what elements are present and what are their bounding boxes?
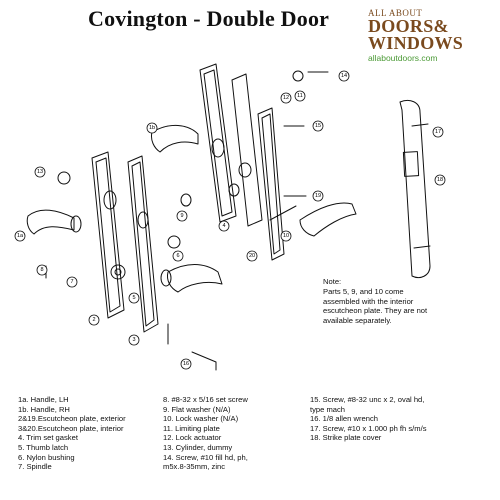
legend-row: 3&20.Escutcheon plate, interior bbox=[18, 423, 124, 433]
svg-text:5: 5 bbox=[132, 295, 135, 301]
legend-row: 8. #8-32 x 5/16 set screw bbox=[163, 395, 248, 404]
legend-row: 14. Screw, #10 fill hd, ph, bbox=[163, 452, 248, 462]
handle-rh bbox=[160, 264, 223, 293]
callout-14: 14 bbox=[338, 70, 350, 82]
svg-text:19: 19 bbox=[315, 193, 321, 199]
svg-text:20: 20 bbox=[249, 253, 255, 259]
legend-row: 4. Trim set gasket bbox=[18, 433, 78, 443]
callout-3: 3 bbox=[128, 334, 140, 346]
legend-row: 15. Screw, #8-32 unc x 2, oval hd, bbox=[310, 395, 425, 404]
callout-9: 9 bbox=[176, 210, 188, 222]
strike-plate bbox=[399, 99, 431, 279]
escutcheon-plate-interior-left bbox=[127, 155, 159, 333]
svg-text:15: 15 bbox=[315, 123, 321, 129]
logo-url: allaboutdoors.com bbox=[368, 53, 438, 63]
svg-text:12: 12 bbox=[283, 95, 289, 101]
callout-5: 5 bbox=[128, 292, 140, 304]
legend-row: type mach bbox=[310, 404, 346, 414]
escutcheon-plate-interior-center bbox=[231, 73, 263, 227]
svg-text:9: 9 bbox=[180, 213, 183, 219]
legend-row: 7. Spindle bbox=[18, 462, 52, 472]
legend-row: m5x.8-35mm, zinc bbox=[163, 462, 226, 472]
callout-13: 13 bbox=[34, 166, 46, 178]
page-title: Covington - Double Door bbox=[88, 6, 330, 31]
handle-upper-center bbox=[151, 125, 199, 153]
note-heading: Note: bbox=[323, 277, 342, 286]
svg-text:14: 14 bbox=[341, 73, 347, 79]
callout-1b: 1b bbox=[146, 122, 158, 134]
callout-11: 11 bbox=[294, 90, 306, 102]
svg-text:3: 3 bbox=[132, 337, 135, 343]
svg-text:16: 16 bbox=[183, 361, 189, 367]
legend-row: 17. Screw, #10 x 1.000 ph fh s/m/s bbox=[310, 423, 427, 433]
legend-row: 9. Flat washer (N/A) bbox=[163, 404, 231, 414]
legend-row: 1b. Handle, RH bbox=[18, 404, 70, 414]
svg-text:11: 11 bbox=[297, 93, 303, 99]
svg-text:1a: 1a bbox=[17, 233, 24, 239]
callout-17: 17 bbox=[432, 126, 444, 138]
allen-wrench bbox=[191, 351, 217, 371]
escutcheon-plate-exterior-center bbox=[199, 63, 237, 223]
svg-text:4: 4 bbox=[222, 223, 225, 229]
legend-row: 5. Thumb latch bbox=[18, 442, 69, 452]
callout-20: 20 bbox=[246, 250, 258, 262]
handle-right bbox=[299, 202, 357, 237]
parts-legend-column-2: 8. #8-32 x 5/16 set screw 9. Flat washer… bbox=[163, 395, 248, 472]
callout-10: 10 bbox=[280, 230, 292, 242]
callout-4: 4 bbox=[218, 220, 230, 232]
svg-text:1b: 1b bbox=[149, 125, 155, 131]
svg-text:2: 2 bbox=[92, 317, 95, 323]
parts-legend-column-1: 1a. Handle, LH 1b. Handle, RH 2&19.Escut… bbox=[18, 395, 126, 472]
legend-row: 18. Strike plate cover bbox=[310, 433, 382, 443]
brand-logo: ALL ABOUT DOORS& WINDOWS allaboutdoors.c… bbox=[368, 8, 498, 63]
svg-text:6: 6 bbox=[176, 253, 179, 259]
svg-text:18: 18 bbox=[437, 177, 443, 183]
escutcheon-plate-exterior-left bbox=[91, 151, 126, 319]
callout-7: 7 bbox=[66, 276, 78, 288]
legend-row: 1a. Handle, LH bbox=[18, 395, 69, 404]
callout-18: 18 bbox=[434, 174, 446, 186]
parts-legend-column-3: 15. Screw, #8-32 unc x 2, oval hd, type … bbox=[310, 395, 427, 443]
callout-2: 2 bbox=[88, 314, 100, 326]
escutcheon-plate-right bbox=[257, 107, 285, 261]
small-parts bbox=[45, 70, 431, 345]
svg-text:10: 10 bbox=[283, 233, 289, 239]
callout-12: 12 bbox=[280, 92, 292, 104]
legend-row: 10. Lock washer (N/A) bbox=[163, 414, 239, 424]
logo-line-3: WINDOWS bbox=[368, 33, 464, 53]
assembly-note: Note: Parts 5, 9, and 10 come assembled … bbox=[323, 277, 433, 326]
legend-row: 11. Limiting plate bbox=[163, 423, 220, 433]
logo-line-1: ALL ABOUT bbox=[368, 8, 423, 18]
callout-16: 16 bbox=[180, 358, 192, 370]
callout-6: 6 bbox=[172, 250, 184, 262]
logo-line-2: DOORS& bbox=[368, 16, 449, 36]
svg-text:7: 7 bbox=[70, 279, 73, 285]
callout-15: 15 bbox=[312, 120, 324, 132]
exploded-parts-diagram: 1a 1b 2 3 4 5 6 7 8 9 10 11 12 13 14 15 … bbox=[14, 63, 446, 371]
legend-row: 16. 1/8 allen wrench bbox=[310, 414, 378, 424]
svg-text:13: 13 bbox=[37, 169, 43, 175]
legend-row: 6. Nylon bushing bbox=[18, 452, 75, 462]
legend-row: 2&19.Escutcheon plate, exterior bbox=[18, 414, 126, 424]
callout-8: 8 bbox=[36, 264, 48, 276]
callout-19: 19 bbox=[312, 190, 324, 202]
svg-text:17: 17 bbox=[435, 129, 441, 135]
note-body: Parts 5, 9, and 10 come assembled with t… bbox=[323, 286, 428, 326]
handle-lh bbox=[26, 209, 82, 235]
svg-text:8: 8 bbox=[40, 267, 43, 273]
legend-row: 13. Cylinder, dummy bbox=[163, 442, 233, 452]
legend-row: 12. Lock actuator bbox=[163, 433, 222, 443]
callout-1a: 1a bbox=[14, 230, 26, 242]
